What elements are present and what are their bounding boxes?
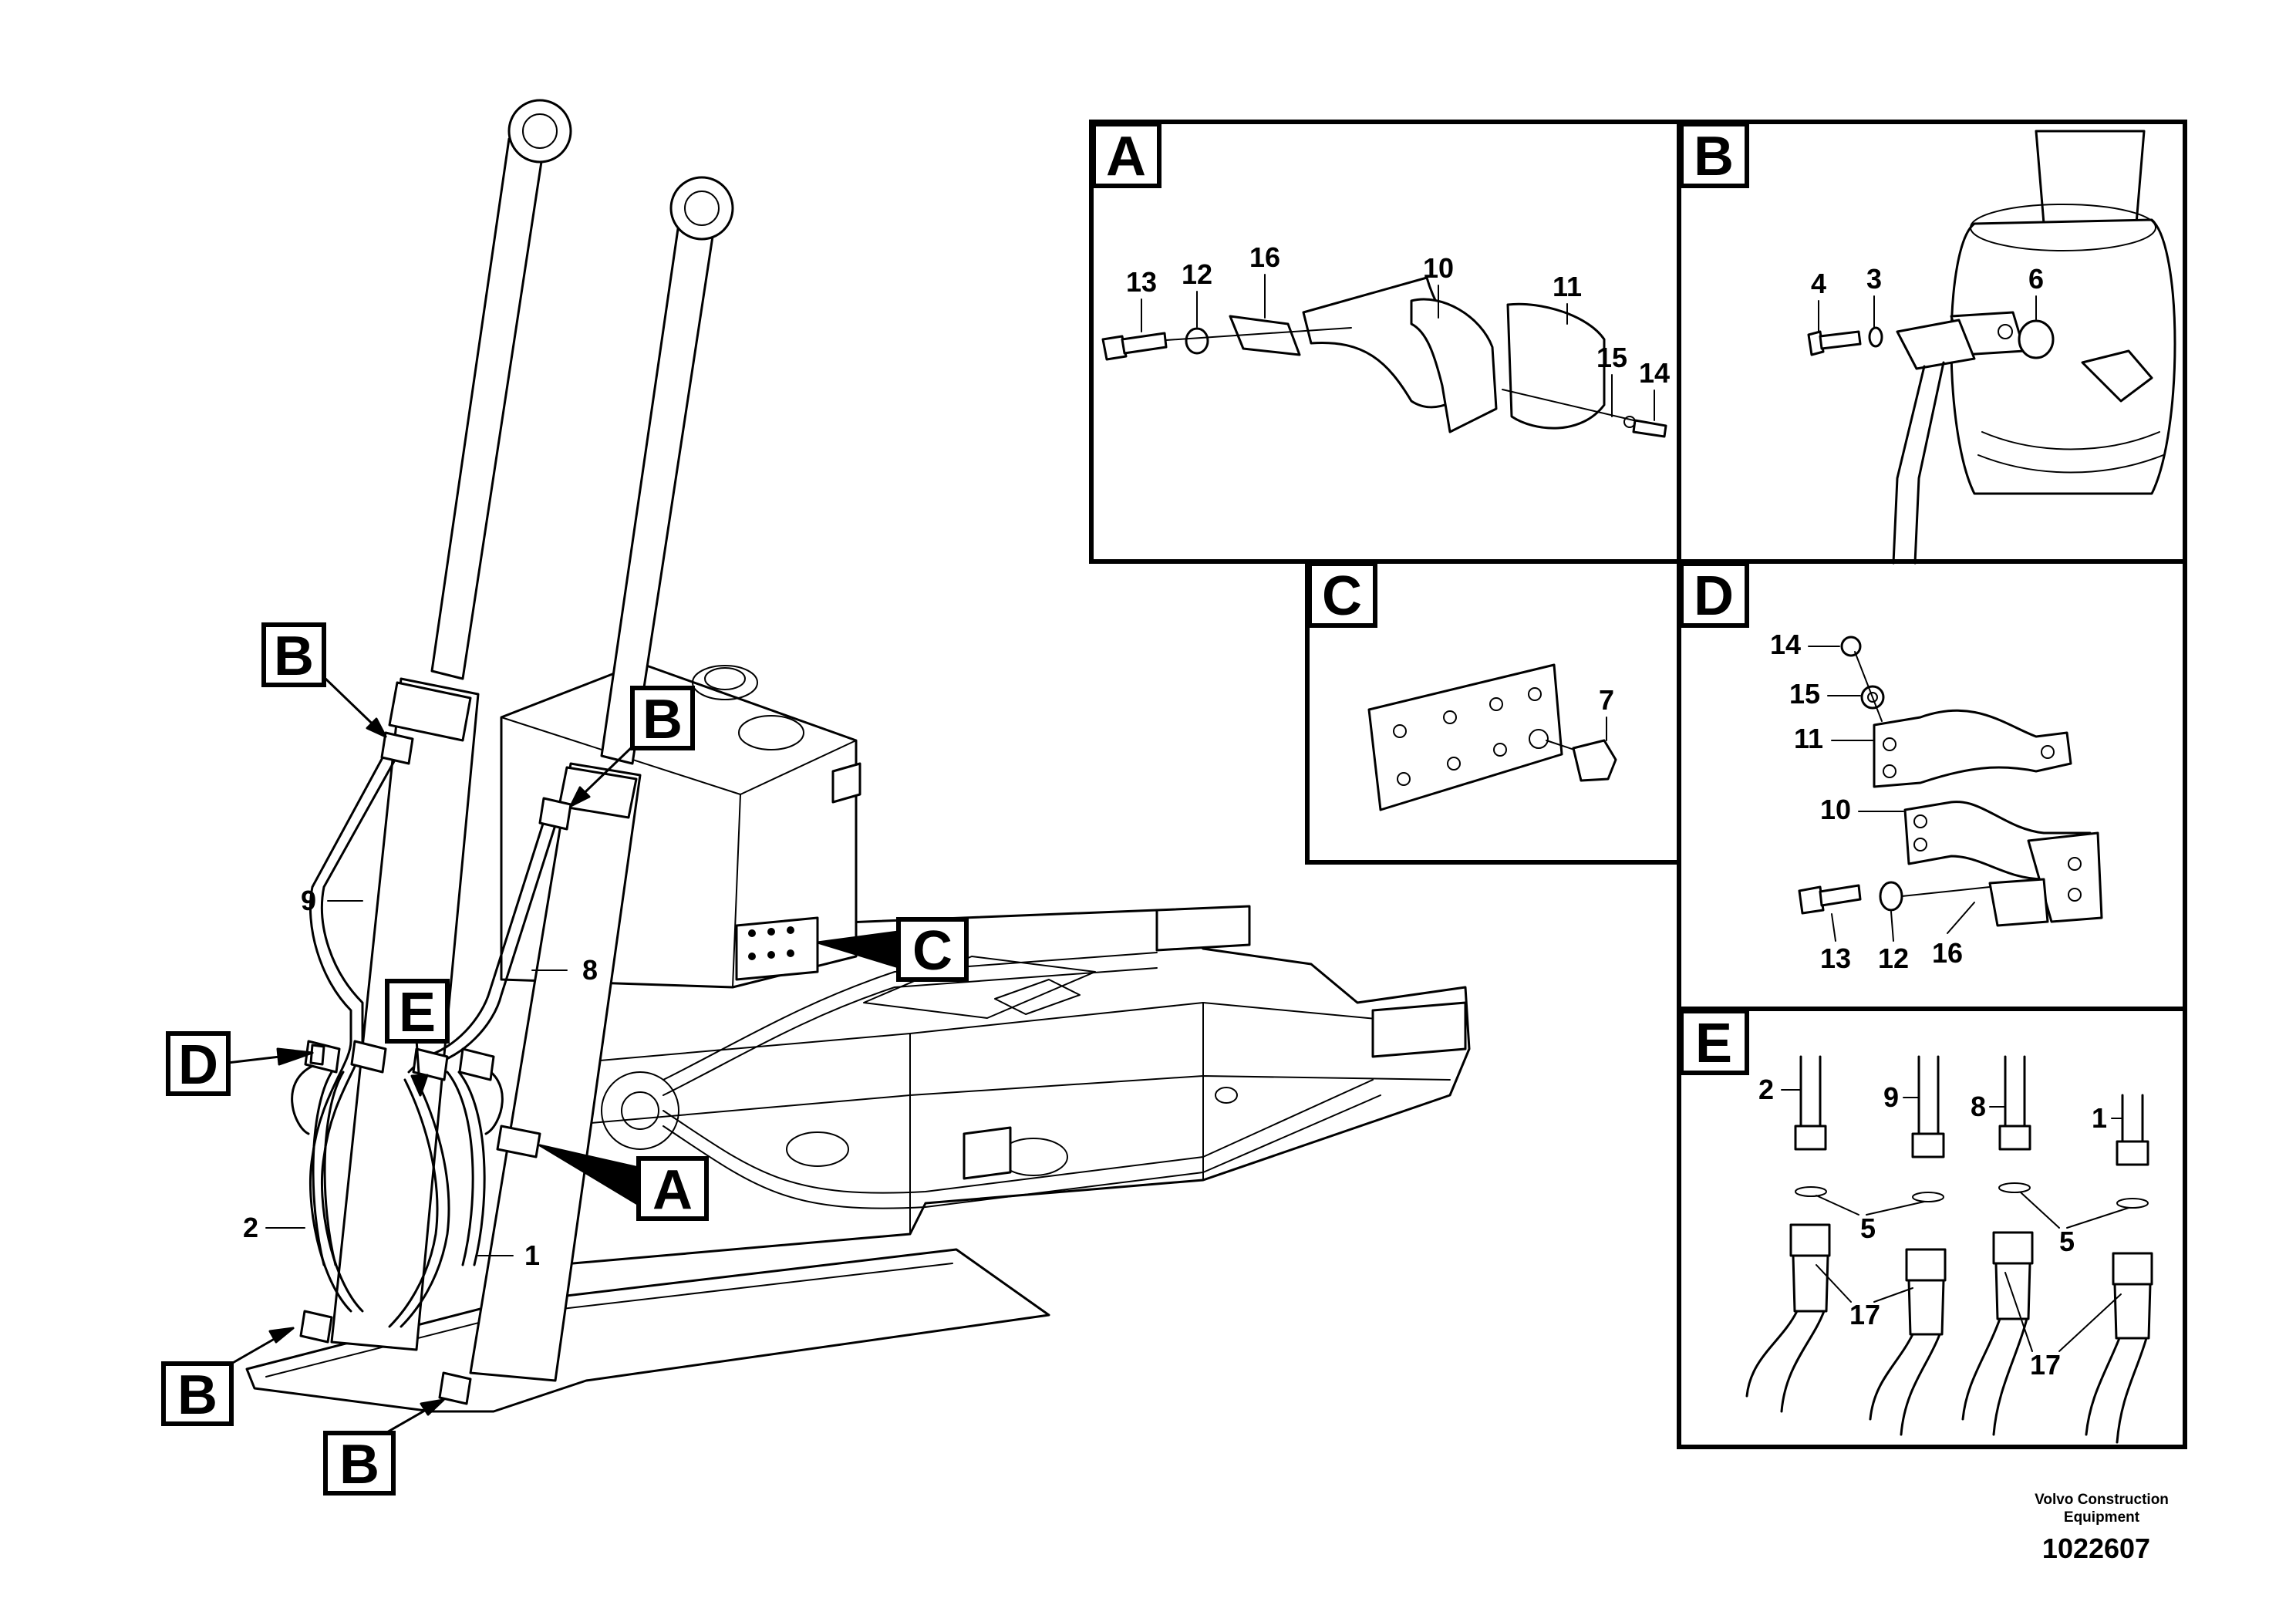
hose-clamps [299,731,572,1405]
detail-d-title-box [1679,561,1749,628]
callout-c-label: C [912,920,952,982]
callout-e-label: E [399,982,436,1044]
detail-e-panel [1677,1007,2187,1449]
detail-c-title: C [1322,565,1362,627]
detail-c-part-7: 7 [1599,684,1614,716]
detail-d-part-15: 15 [1789,678,1820,710]
detail-e-part-1: 1 [2092,1102,2107,1134]
detail-a-part-15: 15 [1596,342,1627,373]
part-2: 2 [243,1212,258,1243]
hoses [291,750,557,1328]
detail-e-part-17-left: 17 [1849,1299,1880,1330]
detail-a-part-13: 13 [1126,266,1157,298]
credit-line-1: Volvo Construction [2035,1492,2169,1508]
callout-b-bottom-mid [323,1431,396,1496]
detail-e-title: E [1695,1013,1732,1074]
callout-b-bottom-mid-label: B [339,1434,379,1496]
detail-e-part-9: 9 [1883,1081,1899,1113]
detail-e-part-5-left: 5 [1860,1212,1876,1244]
part-9: 9 [301,885,316,916]
callout-d-label: D [178,1034,218,1096]
callout-a-label: A [652,1159,693,1221]
main-callouts: B B D E C A B B [161,622,969,1496]
detail-d-part-16: 16 [1932,937,1963,969]
detail-a-part-16: 16 [1249,241,1280,273]
detail-d-part-10: 10 [1820,794,1851,825]
detail-a-part-12: 12 [1182,258,1212,290]
callout-b-tower-label: B [642,689,683,750]
callout-b-tower [630,686,695,750]
callout-c [896,917,969,982]
callout-b-top-left [261,622,326,687]
callout-a [636,1156,709,1221]
detail-d-title: D [1694,565,1734,627]
detail-e-drawing: 2 9 8 1 5 5 17 17 [1745,1055,2153,1444]
detail-e-title-box [1679,1009,1749,1075]
credit-line-2: Equipment [2064,1509,2140,1526]
callout-e [385,979,450,1044]
detail-a-part-10: 10 [1423,252,1454,284]
callout-b-bottom-left [161,1361,234,1426]
detail-b-part-3: 3 [1866,263,1882,295]
detail-b-part-6: 6 [2028,263,2044,295]
callout-b-bottom-left-label: B [177,1364,217,1426]
detail-c-title-box [1307,561,1377,628]
detail-d-part-14: 14 [1770,629,1801,660]
detail-e-part-8: 8 [1971,1091,1986,1122]
detail-b-title-box [1679,122,1749,188]
detail-e-part-5-right: 5 [2059,1226,2075,1257]
detail-d-part-13: 13 [1820,943,1851,974]
figure-number: 1022607 [2042,1533,2150,1564]
detail-b-drawing: 4 3 6 [1807,130,2176,565]
detail-a-part-14: 14 [1639,357,1670,389]
credit-block: Volvo Construction Equipment 1022607 [2035,1492,2169,1564]
frame-body [245,905,1471,1413]
detail-c-drawing: 7 [1367,663,1617,811]
detail-b-title: B [1694,126,1734,187]
detail-a-title: A [1106,126,1146,187]
detail-a-part-11: 11 [1553,271,1582,302]
detail-a-title-box [1091,122,1161,188]
detail-e-part-2: 2 [1758,1074,1774,1105]
part-1: 1 [524,1239,540,1271]
detail-d-drawing: 14 15 11 10 13 12 16 [1770,629,2103,974]
detail-panels: A B C D E [1089,120,2187,1449]
detail-e-part-17-right: 17 [2030,1349,2061,1381]
callout-d [166,1031,231,1096]
detail-b-part-4: 4 [1811,268,1826,299]
main-illustration [245,99,1471,1413]
part-8: 8 [582,954,598,986]
detail-a-drawing: 13 12 16 10 11 15 14 [1101,241,1670,438]
detail-d-part-11: 11 [1794,723,1823,754]
detail-d-part-12: 12 [1878,943,1909,974]
callout-b-top-left-label: B [274,626,314,687]
cylinder-right [469,176,734,1382]
